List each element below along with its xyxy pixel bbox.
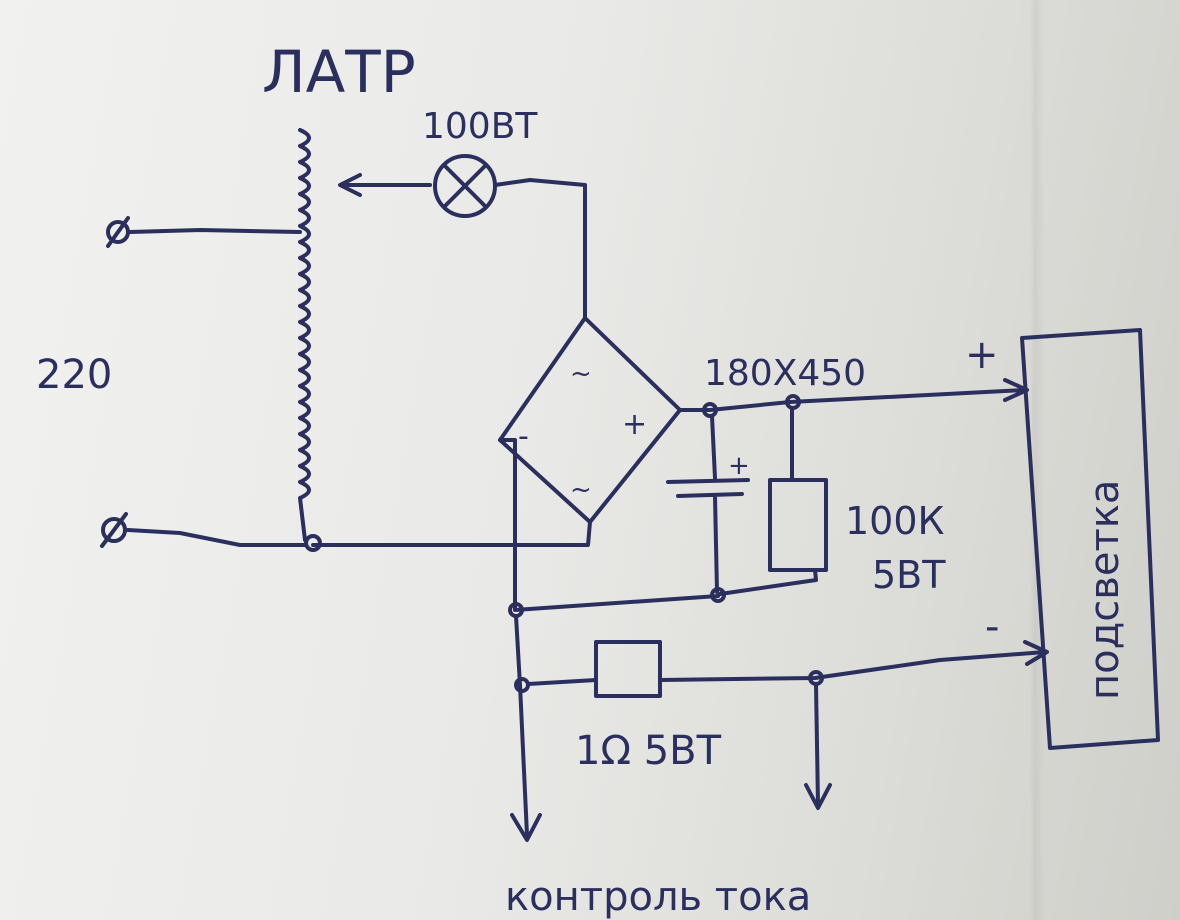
- title-latr: ЛАТР: [262, 38, 416, 106]
- wire-input-bottom: [126, 528, 308, 547]
- bridge-plus: +: [622, 407, 647, 442]
- wire-input-top: [128, 228, 302, 234]
- wire-lamp-bridge: [493, 178, 587, 320]
- bridge-minus: -: [518, 419, 529, 454]
- lamp-icon: [433, 154, 497, 218]
- autotransformer-coil: [298, 128, 322, 552]
- input-terminal-top: [106, 216, 130, 248]
- capacitor: [666, 414, 750, 594]
- wire-bridge-coil: [311, 520, 592, 547]
- measure-label: контроль тока: [505, 874, 811, 920]
- wire-negative: [498, 438, 720, 612]
- input-terminal-bottom: [100, 512, 128, 548]
- lamp-label: 100ВТ: [422, 106, 538, 147]
- input-voltage-label: 220: [36, 352, 112, 398]
- wire-measure-right: [804, 682, 832, 810]
- load-minus: -: [985, 604, 999, 650]
- shunt-label: 1Ω 5ВТ: [575, 728, 722, 774]
- bridge-ac-bottom: ~: [570, 475, 592, 505]
- resistor-100k: [718, 406, 828, 596]
- shunt-resistor: [526, 640, 1049, 698]
- wire-measure-left: [510, 614, 542, 842]
- backlight-label: подсветка: [1082, 480, 1128, 700]
- resistor-power: 5ВТ: [872, 553, 946, 597]
- wiper-arrow: [338, 173, 432, 197]
- capacitor-plus: +: [728, 451, 750, 481]
- capacitor-label: 180Х450: [704, 353, 866, 394]
- load-plus: +: [965, 332, 999, 378]
- node: [710, 587, 726, 603]
- resistor-value: 100К: [845, 499, 945, 543]
- bridge-ac-top: ~: [570, 359, 592, 389]
- backlight-box: [1020, 328, 1160, 750]
